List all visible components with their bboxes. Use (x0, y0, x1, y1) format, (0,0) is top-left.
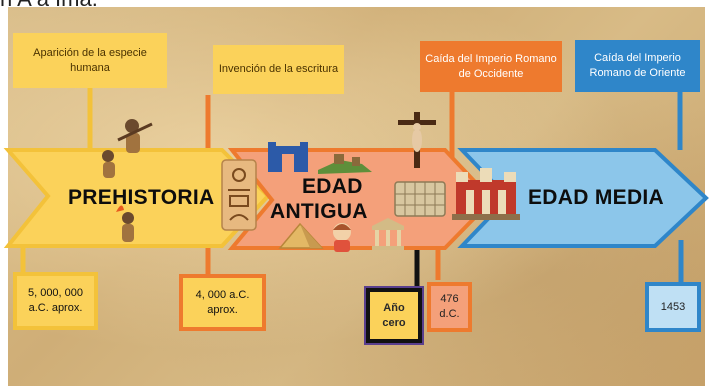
event-human-origin: Aparición de la especie humana (13, 33, 167, 88)
event-east-rome: Caída del Imperio Romano de Oriente (575, 40, 700, 92)
arrow-prehistory (3, 148, 271, 248)
greek-temple-icon (372, 218, 404, 250)
colosseum-icon (394, 181, 446, 217)
date-east-rome: 1453 (645, 282, 701, 332)
crucifix-icon (398, 112, 436, 168)
event-west-rome: Caída del Imperio Romano de Occidente (420, 41, 562, 92)
date-year-zero: Año cero (364, 286, 424, 345)
era-middle-age: EDAD MEDIA (528, 186, 665, 209)
pyramid-icon (278, 222, 324, 249)
child-icon (333, 223, 351, 252)
ishtar-gate-icon (268, 142, 308, 172)
cave-people-icon (102, 119, 153, 242)
era-prehistory: PREHISTORIA (68, 186, 215, 209)
great-wall-icon (318, 154, 372, 174)
cut-off-heading: n A a Ima. (0, 0, 98, 12)
era-ancient-line1: EDAD (302, 175, 363, 198)
date-west-rome: 476 d.C. (427, 282, 472, 332)
date-prehistory: 5, 000, 000 a.C. aprox. (13, 272, 98, 330)
date-writing: 4, 000 a.C. aprox. (179, 274, 266, 331)
arrow-ancient-age (227, 148, 495, 250)
castle-icon (452, 168, 520, 220)
event-writing: Invención de la escritura (213, 45, 344, 94)
hieroglyph-icon (221, 159, 257, 231)
era-ancient-line2: ANTIGUA (270, 200, 368, 223)
